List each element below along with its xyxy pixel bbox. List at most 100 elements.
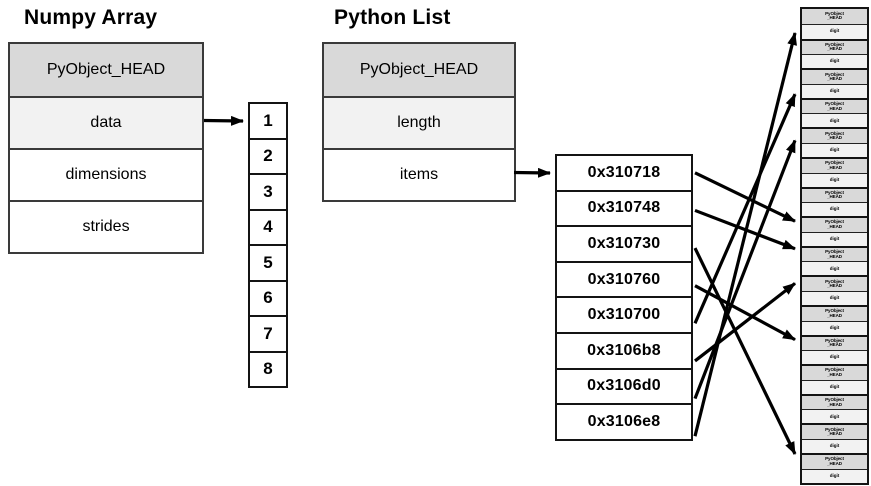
address-cell: 0x310718 (555, 154, 693, 192)
address-label: 0x310730 (587, 234, 661, 252)
heap-object-head-cell: PyObject_HEAD (802, 40, 867, 56)
address-cell: 0x3106d0 (555, 367, 693, 406)
address-arrow-to-object-9 (694, 208, 796, 251)
heap-head-line2: _HEAD (827, 46, 842, 52)
buffer-cell: 2 (248, 137, 288, 175)
heap-head-line2: _HEAD (827, 342, 842, 348)
address-cell: 0x3106b8 (555, 331, 693, 370)
address-label: 0x3106e8 (587, 412, 661, 430)
buffer-cell: 6 (248, 279, 288, 317)
heap-object-digit-cell: digit (802, 469, 867, 483)
address-arrow-to-object-12 (694, 284, 796, 342)
numpy-array-title: Numpy Array (24, 6, 158, 29)
python-struct-row-label: PyObject_HEAD (359, 61, 479, 78)
heap-object-digit-cell: digit (802, 173, 867, 187)
heap-object-head-cell: PyObject_HEAD (802, 247, 867, 263)
address-label: 0x310760 (587, 270, 661, 288)
address-label: 0x3106b8 (587, 341, 661, 359)
buffer-cell: 3 (248, 173, 288, 211)
python-struct-row-PyObject_HEAD: PyObject_HEAD (324, 44, 514, 96)
heap-head-line1: PyObject (825, 71, 844, 77)
heap-object-head-cell: PyObject_HEAD (802, 425, 867, 440)
heap-digit-label: digit (829, 147, 840, 153)
heap-object-head-cell: PyObject_HEAD (802, 9, 867, 25)
heap-object-head-cell: PyObject_HEAD (802, 306, 867, 322)
heap-head-line1: PyObject (825, 308, 844, 314)
heap-object-digit-cell: digit (802, 144, 867, 157)
heap-head-line1: PyObject (825, 367, 844, 373)
address-label: 0x310718 (587, 163, 661, 181)
buffer-cell: 5 (248, 244, 288, 282)
heap-object-digit-cell: digit (802, 380, 867, 394)
heap-digit-label: digit (829, 88, 840, 94)
heap-digit-label: digit (829, 383, 840, 389)
heap-head-line1: PyObject (825, 219, 844, 225)
heap-object-head-cell: PyObject_HEAD (802, 99, 867, 115)
heap-object-digit-cell: digit (802, 321, 867, 335)
address-label: 0x3106d0 (587, 377, 661, 395)
heap-head-line2: _HEAD (827, 135, 842, 141)
buffer-cell: 7 (248, 315, 288, 353)
heap-object-digit-cell: digit (802, 232, 867, 246)
address-cell: 0x3106e8 (555, 403, 693, 441)
heap-digit-label: digit (829, 413, 840, 419)
heap-digit-label: digit (829, 58, 840, 64)
address-label: 0x310700 (587, 306, 661, 324)
buffer-cell: 1 (248, 102, 288, 140)
list-item-pointers: 0x310718 0x310748 0x310730 0x310760 0x310700… (555, 154, 693, 441)
buffer-cell: 8 (248, 350, 288, 388)
heap-head-line1: PyObject (825, 10, 844, 16)
address-cell: 0x310748 (555, 189, 693, 228)
python-struct-row-label: length (397, 114, 441, 131)
heap-object-head-cell: PyObject_HEAD (802, 129, 867, 144)
python-struct-row-label: items (399, 166, 439, 183)
heap-head-line2: _HEAD (827, 283, 842, 289)
heap-head-line2: _HEAD (827, 431, 842, 437)
address-label: 0x310748 (587, 199, 661, 217)
items-pointer-arrow (513, 167, 551, 178)
heap-head-line1: PyObject (825, 249, 844, 255)
heap-head-line1: PyObject (825, 337, 844, 343)
address-cell: 0x310700 (555, 296, 693, 334)
data-pointer-arrow (203, 115, 244, 126)
heap-head-line2: _HEAD (827, 194, 842, 200)
heap-object-head-cell: PyObject_HEAD (802, 158, 867, 174)
heap-digit-label: digit (829, 443, 840, 449)
python-list-title: Python List (334, 6, 451, 29)
heap-object-digit-cell: digit (802, 84, 867, 98)
address-arrow-to-object-3 (693, 93, 797, 324)
heap-head-line1: PyObject (825, 397, 844, 403)
python-struct-row-items: items (324, 148, 514, 200)
heap-object-head-cell: PyObject_HEAD (802, 395, 867, 411)
numpy-struct-row-strides: strides (10, 200, 202, 252)
heap-head-line2: _HEAD (827, 312, 842, 318)
heap-object-head-cell: PyObject_HEAD (802, 188, 867, 204)
numpy-struct-row-label: data (90, 114, 122, 131)
heap-digit-label: digit (829, 324, 840, 330)
numpy-struct-row-label: strides (82, 218, 130, 235)
address-arrow-to-object-1 (693, 32, 797, 437)
heap-head-line1: PyObject (825, 278, 844, 284)
heap-object-digit-cell: digit (802, 24, 867, 39)
heap-head-line2: _HEAD (827, 223, 842, 229)
heap-digit-label: digit (829, 176, 840, 182)
heap-head-line2: _HEAD (827, 371, 842, 377)
